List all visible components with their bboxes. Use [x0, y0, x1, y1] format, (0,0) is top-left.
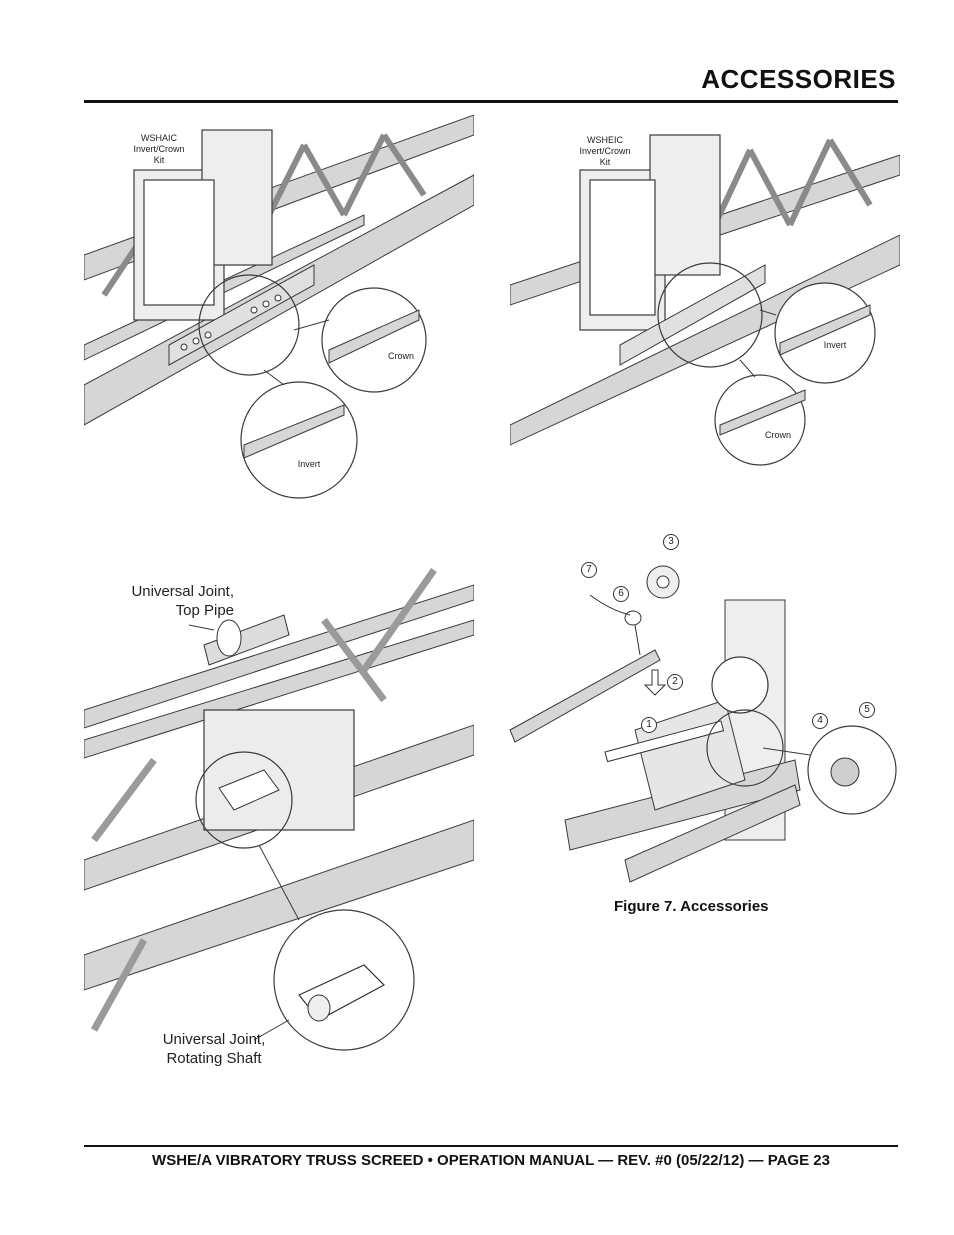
callout-7: 7 [581, 562, 597, 578]
callout-2: 2 [667, 674, 683, 690]
detail-label-crown: Crown [387, 351, 414, 361]
page-footer: WSHE/A VIBRATORY TRUSS SCREED • OPERATIO… [152, 1152, 830, 1169]
illustration-accessory-parts: 1 2 3 4 5 6 7 [505, 530, 900, 895]
page-title: ACCESSORIES [701, 64, 896, 94]
label-universal-joint-top-pipe: Universal Joint, Top Pipe [131, 583, 234, 619]
detail-label-crown: Crown [764, 430, 791, 440]
header-rule [84, 100, 898, 103]
detail-label-invert: Invert [823, 340, 847, 350]
illustration-universal-joints: Universal Joint, Top Pipe Universal Join… [84, 560, 474, 1075]
illustration-invert-crown-kit-wshaic: WSHAIC Invert/Crown Kit Crown Invert [84, 115, 474, 500]
label-universal-joint-rotating-shaft: Universal Joint, Rotating Shaft [162, 1031, 266, 1067]
callout-1: 1 [641, 717, 657, 733]
illustration-invert-crown-kit-wsheic: WSHEIC Invert/Crown Kit Invert Crown [510, 115, 900, 475]
kit-label: WSHEIC Invert/Crown Kit [579, 135, 631, 167]
kit-label: WSHAIC Invert/Crown Kit [133, 133, 185, 165]
callout-3: 3 [663, 534, 679, 550]
detail-label-invert: Invert [297, 459, 321, 469]
footer-rule [84, 1145, 898, 1147]
callout-5: 5 [859, 702, 875, 718]
figure-caption: Figure 7. Accessories [614, 898, 769, 915]
callout-4: 4 [812, 713, 828, 729]
callout-6: 6 [613, 586, 629, 602]
